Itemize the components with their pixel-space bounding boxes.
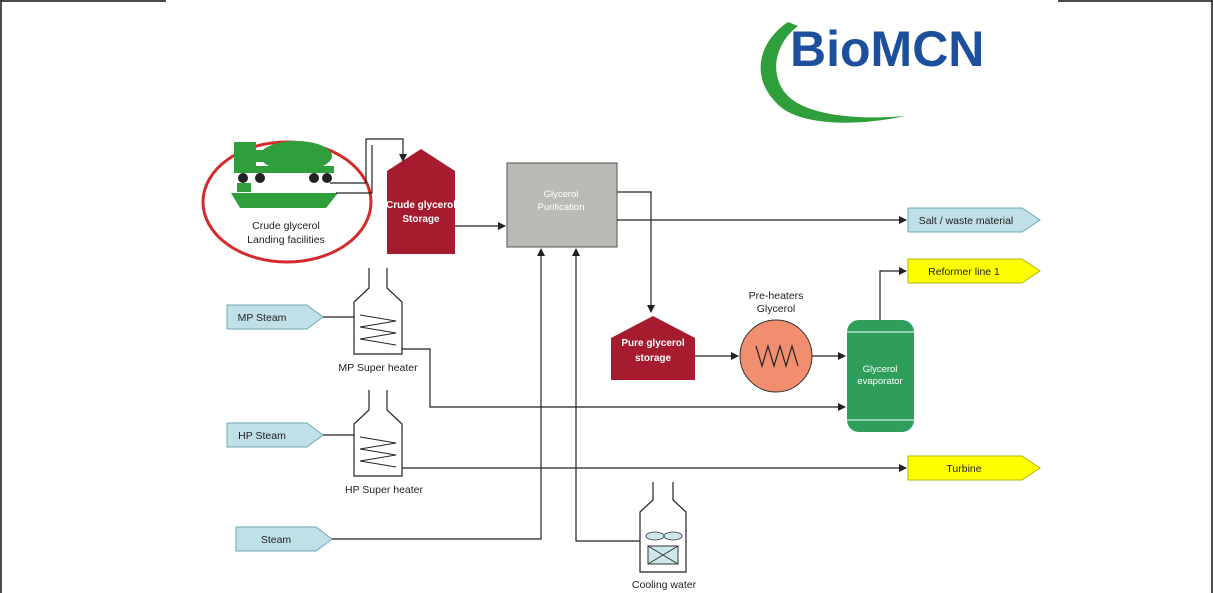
mp-superheater-label: MP Super heater [338,362,418,374]
pure-storage-label-1: Pure glycerol [621,338,685,349]
flow-landing-to-storage [330,138,407,184]
flow-lines [323,138,907,542]
crude-storage-label-1: Crude glycerol [386,200,456,211]
landing-label-2: Landing facilities [247,234,325,246]
ship-icon [231,183,338,208]
turbine-label: Turbine [946,463,981,475]
crude-glycerol-storage: Crude glycerol Storage [386,149,456,254]
pure-glycerol-storage: Pure glycerol storage [611,316,695,380]
purification-label-1: Glycerol [544,189,579,200]
preheaters-label-2: Glycerol [757,303,796,315]
outlet-tag-reformer: Reformer line 1 [907,258,1041,284]
preheater-icon [739,319,813,393]
flow-mp-to-evaporator [402,348,846,411]
coil-icon [359,314,397,346]
inlet-tag-hp-steam: HP Steam [226,422,324,448]
steam-label: Steam [261,534,292,546]
flow-evaporator-to-reformer [879,267,907,320]
biomcn-logo: BioMCN [738,12,1038,130]
inlet-tag-steam: Steam [235,526,333,552]
flow-steam-to-purification [332,248,545,540]
flow-cooling-to-purification [572,248,640,542]
crude-storage-label-2: Storage [402,214,440,225]
reformer-label: Reformer line 1 [928,266,1000,278]
coil-icon [359,436,397,468]
purification-label-2: Purification [538,202,585,213]
mp-super-heater: MP Super heater [338,268,418,374]
flow-purification-to-pure-storage [617,191,655,313]
hp-steam-label: HP Steam [238,430,286,442]
hp-super-heater: HP Super heater [345,390,424,496]
evaporator-label-2: evaporator [857,376,902,387]
pure-storage-label-2: storage [635,353,672,364]
fan-icon [645,531,665,541]
outlet-tag-turbine: Turbine [907,455,1041,481]
hp-superheater-label: HP Super heater [345,484,424,496]
cooling-water: Cooling water [632,482,697,591]
preheaters-label-1: Pre-heaters [749,290,804,302]
outlet-tag-salt-waste: Salt / waste material [907,207,1041,233]
cooling-water-label: Cooling water [632,579,697,591]
landing-label-1: Crude glycerol [252,220,320,232]
tank-truck-icon [234,141,334,183]
logo-text: BioMCN [790,21,984,77]
glycerol-purification: Glycerol Purification [506,162,618,248]
salt-waste-label: Salt / waste material [919,215,1014,227]
inlet-tag-mp-steam: MP Steam [226,304,324,330]
mp-steam-label: MP Steam [238,312,287,324]
glycerol-evaporator: Glycerol evaporator [847,320,914,432]
pre-heater: Pre-heaters Glycerol [739,290,813,393]
evaporator-label-1: Glycerol [863,364,898,375]
landing-facilities: Crude glycerol Landing facilities [201,140,373,264]
